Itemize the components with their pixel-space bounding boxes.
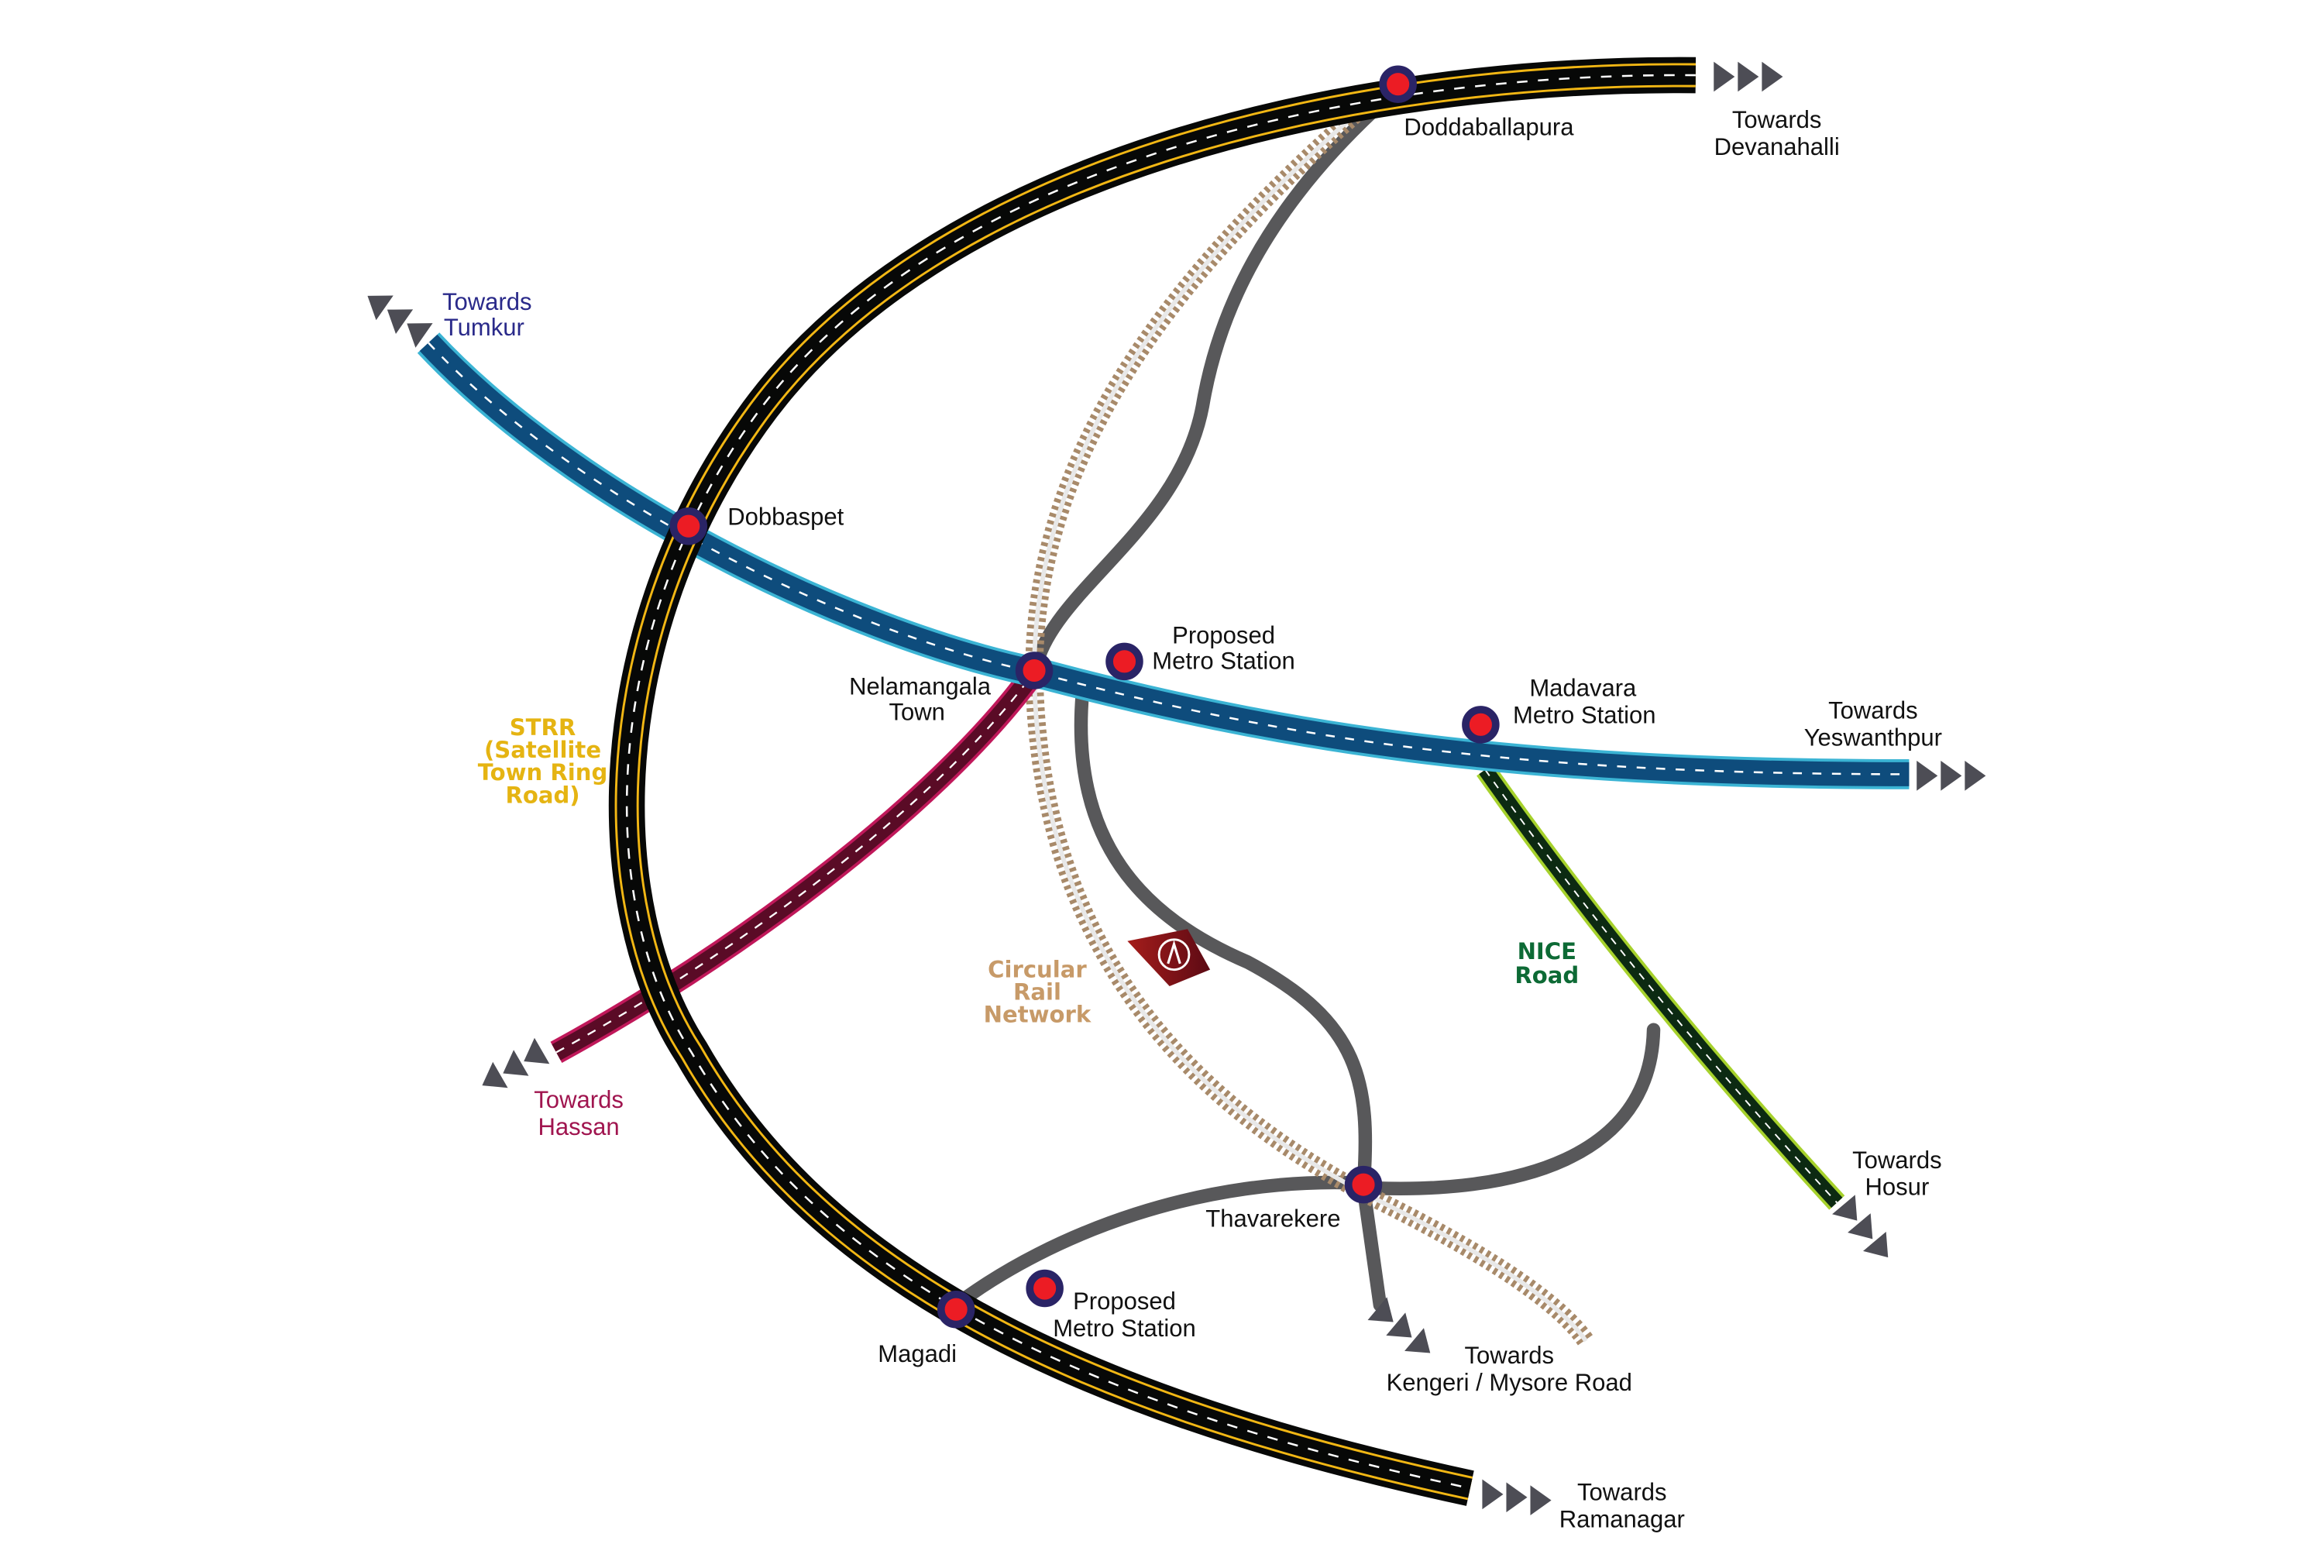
hassan-road bbox=[550, 665, 1044, 1064]
road-thavarekere-east bbox=[1356, 1023, 1661, 1195]
grey-roads bbox=[949, 92, 1661, 1312]
road-doddaballapura-nelamangala bbox=[1030, 92, 1393, 669]
arrow-tumkur-icon bbox=[359, 283, 433, 348]
arrow-hosur-icon bbox=[1832, 1195, 1900, 1267]
nice-road bbox=[1477, 763, 1845, 1210]
arrow-yeswanthpur-icon bbox=[1917, 760, 1986, 791]
road-magadi-thavarekere bbox=[949, 1175, 1370, 1312]
station-nelamangala[interactable] bbox=[1015, 652, 1054, 689]
label-dobbaspet: Dobbaspet bbox=[727, 503, 844, 530]
stations bbox=[669, 65, 1500, 1329]
station-magadi[interactable] bbox=[937, 1290, 975, 1329]
station-proposed-metro-2[interactable] bbox=[1026, 1269, 1064, 1308]
arrow-devanahalli-icon bbox=[1714, 61, 1783, 92]
station-madavara[interactable] bbox=[1462, 706, 1500, 744]
strr-ring-road bbox=[608, 57, 1697, 1506]
arrow-ramanagar-icon bbox=[1482, 1479, 1552, 1516]
circular-rail-network bbox=[1025, 83, 1593, 1346]
station-thavarekere[interactable] bbox=[1344, 1165, 1383, 1204]
label-magadi: Magadi bbox=[878, 1340, 957, 1367]
label-doddaballapura: Doddaballapura bbox=[1404, 114, 1574, 141]
arrow-kengeri-icon bbox=[1367, 1297, 1440, 1365]
label-thavarekere: Thavarekere bbox=[1205, 1205, 1340, 1232]
station-doddaballapura[interactable] bbox=[1379, 65, 1417, 103]
station-dobbaspet[interactable] bbox=[669, 507, 708, 545]
project-location-logo-icon bbox=[1127, 929, 1211, 986]
road-nelamangala-thavarekere bbox=[1074, 687, 1387, 1312]
station-proposed-metro-1[interactable] bbox=[1105, 642, 1143, 681]
